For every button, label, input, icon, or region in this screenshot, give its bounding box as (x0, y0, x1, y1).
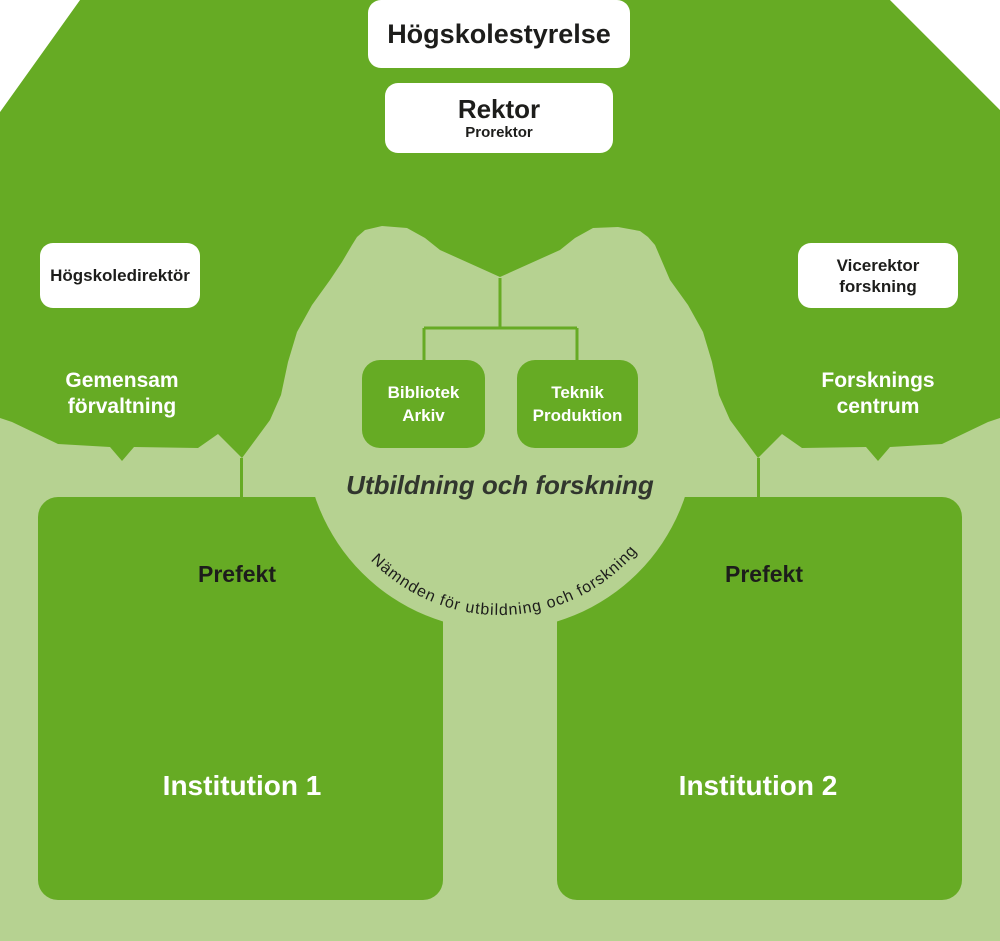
director-box: Högskoledirektör (40, 243, 200, 308)
administration-label-line1: Gemensam (65, 369, 179, 392)
corner-cut-right (890, 0, 1000, 110)
vice-rector-label-line1: Vicerektor (836, 255, 920, 275)
institution-drop-lines (240, 458, 760, 498)
corner-cut-left (0, 0, 80, 112)
board-label: Högskolestyrelse (387, 18, 611, 49)
technic-unit-label: Teknik Produktion (517, 360, 638, 448)
administration-label: Gemensam förvaltning (42, 368, 202, 420)
main-green-shape (0, 0, 1000, 461)
library-unit-line2: Arkiv (402, 406, 445, 425)
prefekt-1-label: Prefekt (198, 561, 276, 587)
administration-label-line2: förvaltning (67, 395, 177, 418)
technic-unit-line2: Produktion (532, 406, 623, 425)
rector-label: Rektor (457, 94, 541, 124)
institution-1-box (38, 497, 443, 900)
institution-1-label: Institution 1 (162, 770, 322, 801)
institution-2-label: Institution 2 (678, 770, 838, 801)
library-unit-box (362, 360, 485, 448)
research-centre-label-line1: Forsknings (821, 369, 935, 392)
vice-rector-label-line2: forskning (839, 276, 917, 296)
vice-rector-box: Vicerektor forskning (798, 243, 958, 308)
committee-circle (305, 240, 695, 630)
prorector-label: Prorektor (465, 124, 533, 141)
research-centre-label: Forsknings centrum (798, 368, 958, 420)
education-research-heading: Utbildning och forskning (346, 470, 654, 500)
director-label: Högskoledirektör (50, 265, 190, 285)
research-centre-label-line2: centrum (836, 395, 920, 418)
unit-connector-lines (422, 278, 579, 362)
institution-2-box (557, 497, 962, 900)
technic-unit-line1: Teknik (551, 383, 604, 402)
board-box: Högskolestyrelse (368, 0, 630, 68)
prefekt-2-label: Prefekt (725, 561, 803, 587)
technic-unit-box (517, 360, 638, 448)
rector-box: Rektor Prorektor (385, 83, 613, 153)
library-unit-line1: Bibliotek (387, 383, 460, 402)
library-unit-label: Bibliotek Arkiv (362, 360, 485, 448)
